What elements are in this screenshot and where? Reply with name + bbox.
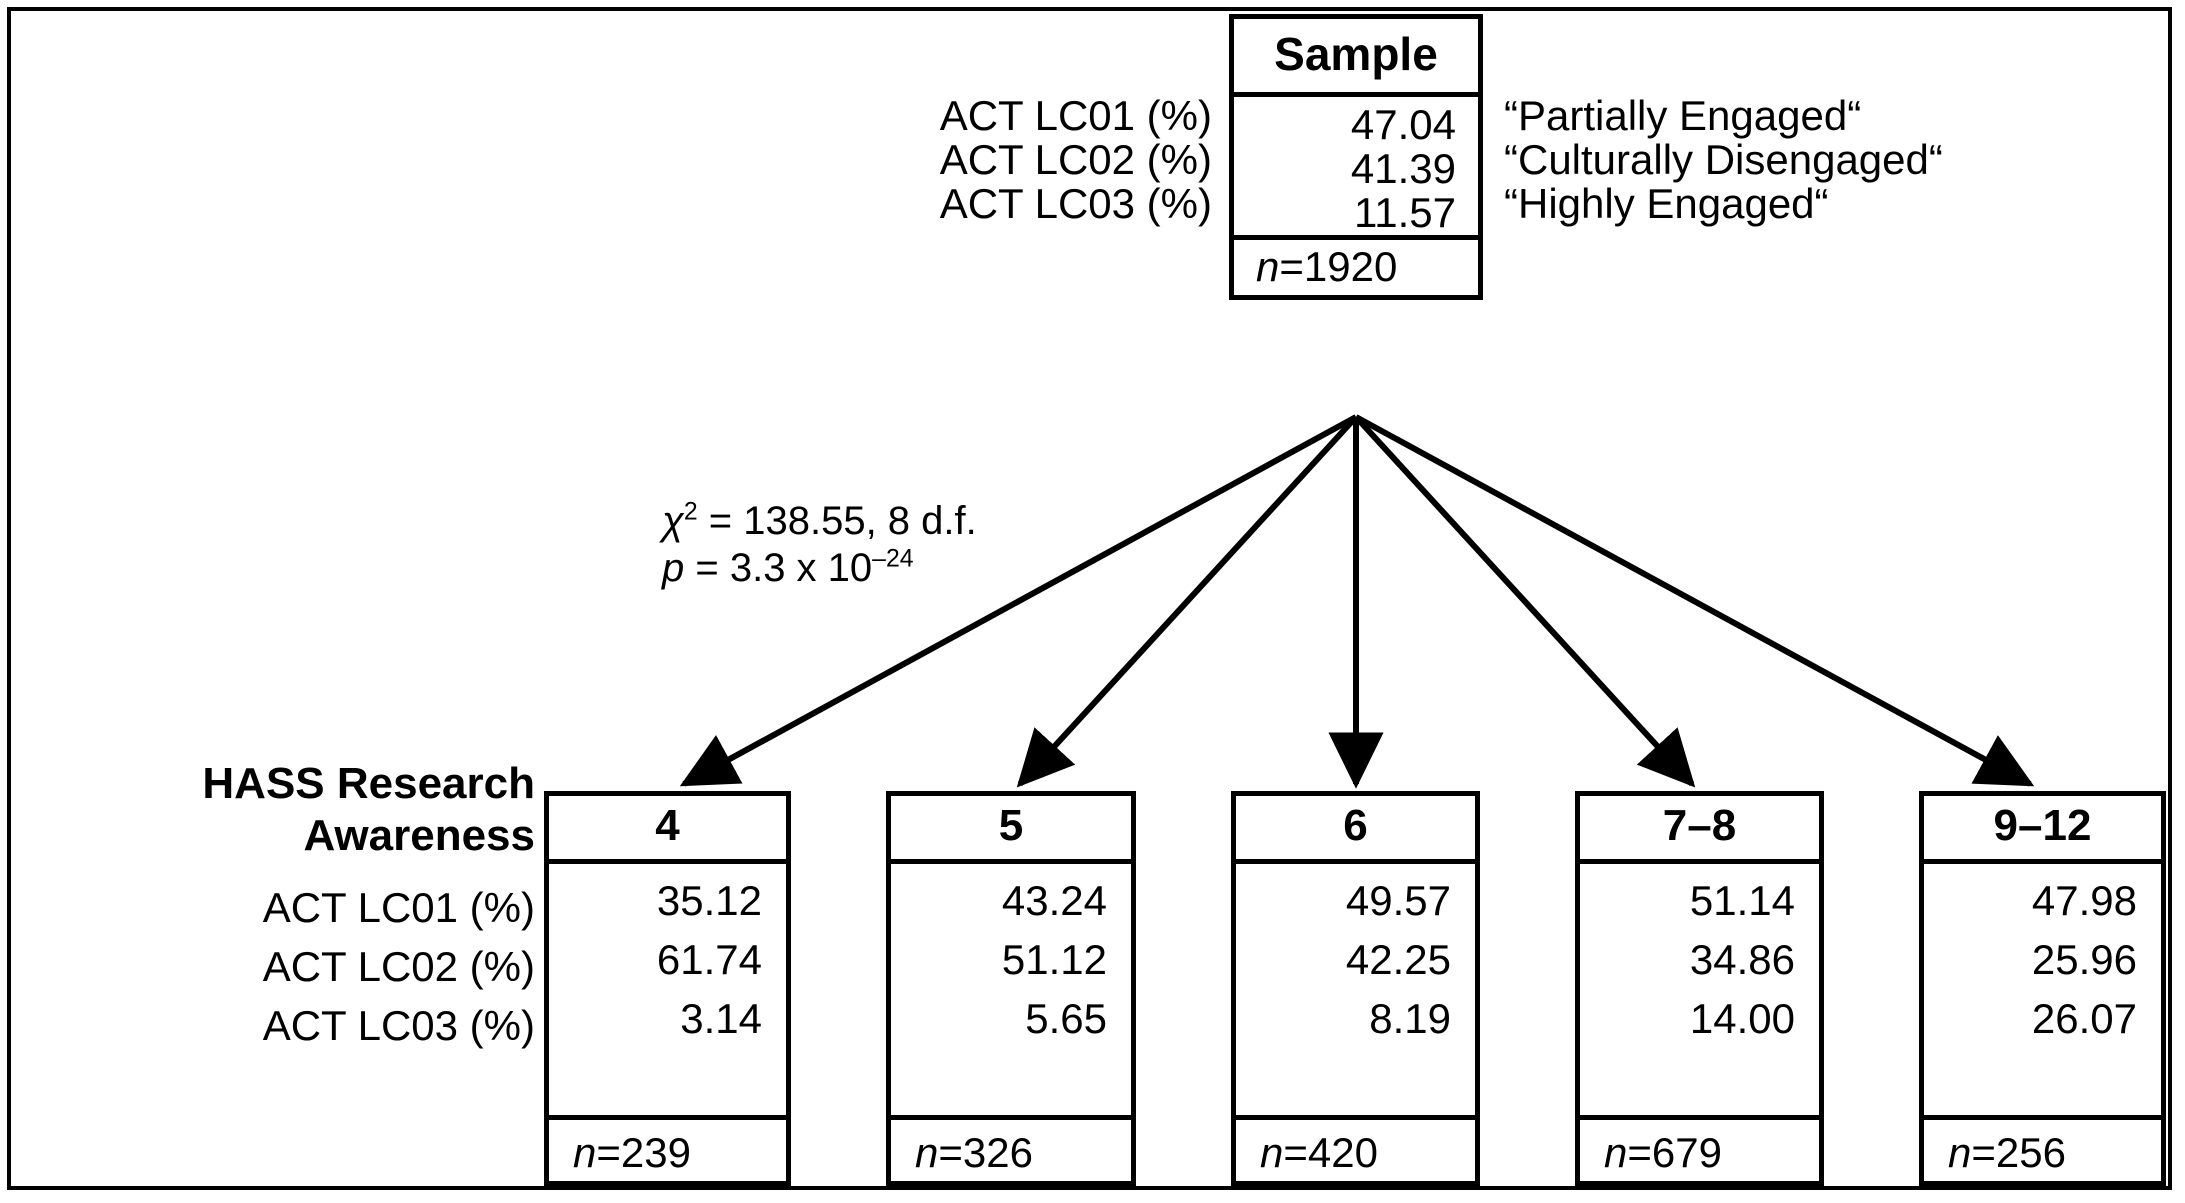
n-symbol: n <box>1948 1129 1972 1176</box>
leaf-4-value-lc03: 3.14 <box>680 995 762 1042</box>
group-axis-label-line1: HASS Research <box>202 759 535 808</box>
p-value-line: p = 3.3 x 10–24 <box>662 545 977 592</box>
n-symbol: n <box>915 1129 939 1176</box>
leaf-header-6: 6 <box>1236 796 1475 864</box>
sample-header: Sample <box>1234 19 1478 97</box>
leaf-9-12-value-lc03: 26.07 <box>2031 995 2137 1042</box>
leaf-9-12-sample-size: n=256 <box>1924 1115 2161 1186</box>
class-name-lc03: “Highly Engaged“ <box>1504 180 1829 227</box>
chi-exponent: 2 <box>683 498 698 526</box>
class-name-group: “Partially Engaged“ “Culturally Disengag… <box>1504 94 2164 226</box>
leaf-4-sample-size: n=239 <box>549 1115 786 1186</box>
chi-square-line: χ2 = 138.55, 8 d.f. <box>662 498 977 545</box>
leaf-header-9-12: 9–12 <box>1924 796 2161 864</box>
n-symbol: n <box>1604 1129 1628 1176</box>
n-symbol: n <box>1256 243 1280 290</box>
p-symbol: p <box>662 546 685 590</box>
leaf-values-9-12: 47.98 25.96 26.07 <box>1924 864 2161 1115</box>
bottom-row-label-lc02: ACT LC02 (%) <box>262 943 535 990</box>
sample-row-label-lc03: ACT LC03 (%) <box>939 180 1212 227</box>
leaf-header-5: 5 <box>891 796 1131 864</box>
leaf-7-8-value-lc02: 34.86 <box>1689 936 1795 983</box>
sample-row-label-group: ACT LC01 (%) ACT LC02 (%) ACT LC03 (%) <box>540 94 1212 226</box>
leaf-values-4: 35.12 61.74 3.14 <box>549 864 786 1115</box>
bottom-row-label-group: ACT LC01 (%) ACT LC02 (%) ACT LC03 (%) <box>10 878 535 1055</box>
leaf-6-sample-size: n=420 <box>1236 1115 1475 1186</box>
group-axis-label-line2: Awareness <box>303 811 535 860</box>
n-value: =420 <box>1283 1129 1378 1176</box>
chi-value: = 138.55, 8 d.f. <box>697 499 977 543</box>
n-value: =679 <box>1627 1129 1722 1176</box>
n-symbol: n <box>573 1129 597 1176</box>
sample-value-lc02: 41.39 <box>1350 145 1456 192</box>
leaf-7-8-value-lc03: 14.00 <box>1689 995 1795 1042</box>
sample-node-box: Sample 47.04 41.39 11.57 n=1920 <box>1229 14 1483 300</box>
leaf-4-value-lc01: 35.12 <box>656 877 762 924</box>
leaf-5-value-lc01: 43.24 <box>1001 877 1107 924</box>
leaf-4-value-lc02: 61.74 <box>656 936 762 983</box>
leaf-header-7-8: 7–8 <box>1580 796 1819 864</box>
leaf-7-8-value-lc01: 51.14 <box>1689 877 1795 924</box>
leaf-values-5: 43.24 51.12 5.65 <box>891 864 1131 1115</box>
leaf-node-box-9-12: 9–12 47.98 25.96 26.07 n=256 <box>1919 791 2166 1186</box>
sample-value-lc01: 47.04 <box>1350 101 1456 148</box>
leaf-node-box-4: 4 35.12 61.74 3.14 n=239 <box>544 791 791 1186</box>
sample-values: 47.04 41.39 11.57 <box>1234 97 1478 235</box>
n-value: =1920 <box>1279 243 1398 290</box>
leaf-node-box-6: 6 49.57 42.25 8.19 n=420 <box>1231 791 1480 1186</box>
sample-row-label-lc02: ACT LC02 (%) <box>939 136 1212 183</box>
bottom-row-label-lc03: ACT LC03 (%) <box>262 1002 535 1049</box>
leaf-6-value-lc01: 49.57 <box>1345 877 1451 924</box>
leaf-5-value-lc02: 51.12 <box>1001 936 1107 983</box>
split-statistics: χ2 = 138.55, 8 d.f. p = 3.3 x 10–24 <box>662 498 977 592</box>
leaf-9-12-value-lc01: 47.98 <box>2031 877 2137 924</box>
group-axis-label: HASS Research Awareness <box>10 758 535 862</box>
sample-value-lc03: 11.57 <box>1354 189 1456 236</box>
p-exponent: –24 <box>872 545 914 573</box>
sample-sample-size: n=1920 <box>1234 235 1478 295</box>
leaf-header-4: 4 <box>549 796 786 864</box>
n-value: =256 <box>1971 1129 2066 1176</box>
leaf-node-box-7-8: 7–8 51.14 34.86 14.00 n=679 <box>1575 791 1824 1186</box>
figure-border <box>7 7 2172 1190</box>
n-value: =326 <box>938 1129 1033 1176</box>
leaf-values-7-8: 51.14 34.86 14.00 <box>1580 864 1819 1115</box>
leaf-9-12-value-lc02: 25.96 <box>2031 936 2137 983</box>
bottom-row-label-lc01: ACT LC01 (%) <box>262 884 535 931</box>
leaf-5-sample-size: n=326 <box>891 1115 1131 1186</box>
n-value: =239 <box>596 1129 691 1176</box>
p-value: = 3.3 x 10 <box>684 546 873 590</box>
leaf-6-value-lc03: 8.19 <box>1369 995 1451 1042</box>
leaf-5-value-lc03: 5.65 <box>1025 995 1107 1042</box>
sample-row-label-lc01: ACT LC01 (%) <box>939 92 1212 139</box>
n-symbol: n <box>1260 1129 1284 1176</box>
class-name-lc02: “Culturally Disengaged“ <box>1504 136 1943 183</box>
leaf-node-box-5: 5 43.24 51.12 5.65 n=326 <box>886 791 1136 1186</box>
leaf-7-8-sample-size: n=679 <box>1580 1115 1819 1186</box>
chi-symbol: χ <box>662 499 684 543</box>
class-name-lc01: “Partially Engaged“ <box>1504 92 1862 139</box>
leaf-6-value-lc02: 42.25 <box>1345 936 1451 983</box>
leaf-values-6: 49.57 42.25 8.19 <box>1236 864 1475 1115</box>
